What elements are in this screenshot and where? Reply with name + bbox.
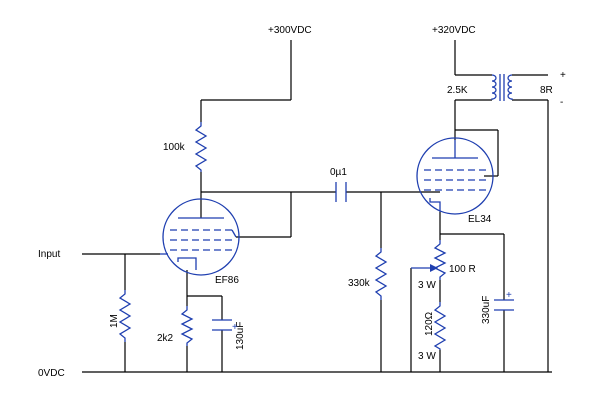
labels: +300VDC +320VDC 100k 0µ1 EF86 EL34 Input… xyxy=(38,25,566,379)
tube-ef86 xyxy=(160,198,240,276)
potentiometer-100r xyxy=(433,240,447,280)
label-el34: EL34 xyxy=(468,214,492,225)
label-output-minus: - xyxy=(560,97,563,108)
wiring xyxy=(82,40,552,373)
label-2k2: 2k2 xyxy=(157,333,174,344)
capacitor-330uf xyxy=(494,299,514,311)
resistor-120r xyxy=(433,302,447,350)
label-output-plus: + xyxy=(560,70,566,81)
components xyxy=(118,74,514,350)
label-pot-watts: 3 W xyxy=(418,280,436,291)
label-primary-impedance: 2.5K xyxy=(447,85,468,96)
capacitor-0u1 xyxy=(335,182,347,202)
label-100r: 100 R xyxy=(449,264,476,275)
label-0u1: 0µ1 xyxy=(330,167,347,178)
label-c330-plus: + xyxy=(506,290,512,301)
label-ef86: EF86 xyxy=(215,275,239,286)
label-c130-plus: + xyxy=(232,322,238,333)
label-input: Input xyxy=(38,249,60,260)
label-130uf: 130uF xyxy=(235,322,246,350)
tube-el34 xyxy=(416,137,494,215)
label-330uf: 330uF xyxy=(481,296,492,324)
label-1m: 1M xyxy=(109,314,120,328)
el34-cathode xyxy=(429,198,441,212)
label-0vdc: 0VDC xyxy=(38,368,65,379)
label-b300: +300VDC xyxy=(268,25,312,36)
label-120r: 120Ω xyxy=(424,311,435,336)
label-b320: +320VDC xyxy=(432,25,476,36)
label-330k: 330k xyxy=(348,278,371,289)
label-r120-watts: 3 W xyxy=(418,351,436,362)
resistor-2k2 xyxy=(180,306,194,346)
capacitor-130uf xyxy=(212,319,232,331)
resistor-330k xyxy=(374,248,388,300)
resistor-1m xyxy=(118,290,132,342)
output-transformer xyxy=(491,74,513,101)
ef86-cathode xyxy=(177,257,197,270)
label-secondary-impedance: 8R xyxy=(540,85,553,96)
label-100k: 100k xyxy=(163,142,186,153)
potentiometer-wiper-arrow xyxy=(411,264,438,272)
resistor-100k xyxy=(194,122,208,172)
ef86-screen-lead xyxy=(231,229,237,238)
